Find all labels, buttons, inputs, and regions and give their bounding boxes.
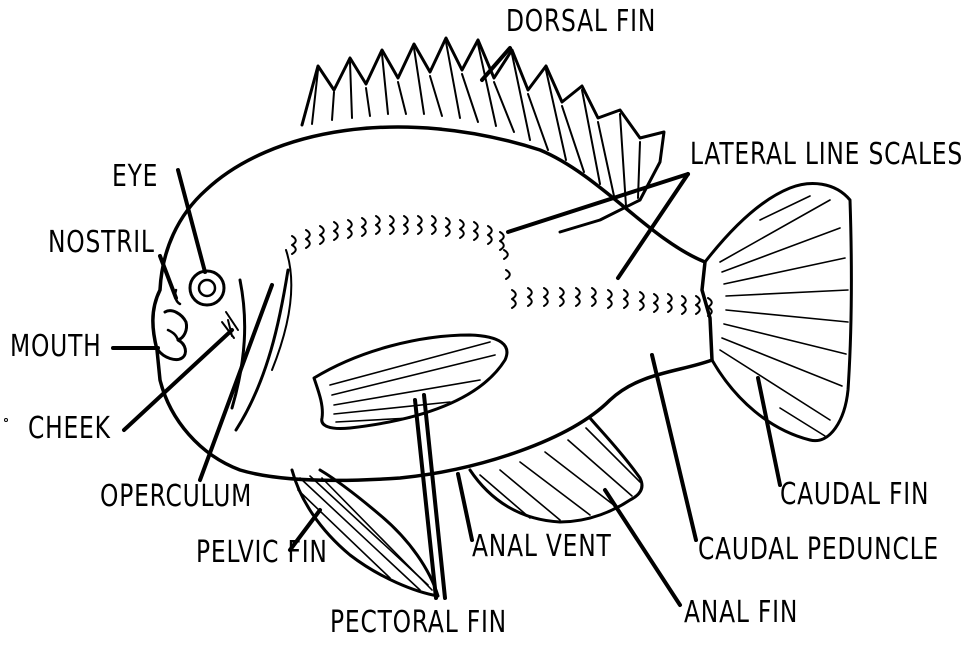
label-pelvic-fin: PELVIC FIN	[196, 538, 328, 568]
label-anal-fin: ANAL FIN	[684, 598, 798, 628]
speck	[5, 419, 8, 422]
pointer-caudal-peduncle	[652, 355, 696, 540]
label-caudal-peduncle: CAUDAL PEDUNCLE	[698, 535, 939, 565]
label-dorsal-fin: DORSAL FIN	[506, 7, 656, 37]
mouth-shape	[158, 311, 187, 360]
pointer-cheek	[124, 330, 232, 430]
label-operculum: OPERCULUM	[100, 482, 252, 512]
label-nostril: NOSTRIL	[48, 228, 155, 258]
label-lateral-line-scales: LATERAL LINE SCALES	[690, 140, 963, 170]
pointer-lateral-line-b	[618, 174, 688, 278]
pointer-anal-vent	[458, 474, 472, 540]
label-pectoral-fin: PECTORAL FIN	[330, 608, 507, 638]
label-cheek: CHEEK	[28, 414, 111, 444]
pelvic-fin	[292, 470, 438, 596]
label-mouth: MOUTH	[10, 332, 102, 362]
label-caudal-fin: CAUDAL FIN	[780, 480, 929, 510]
pectoral-fin	[314, 335, 507, 429]
label-anal-vent: ANAL VENT	[472, 532, 612, 562]
head-details	[158, 250, 291, 430]
label-eye: EYE	[112, 162, 158, 192]
pointer-caudal-fin	[758, 378, 780, 485]
pointer-lateral-line-a	[508, 174, 688, 232]
eye-inner	[199, 280, 215, 296]
caudal-fin	[705, 184, 851, 441]
eye-outer	[190, 271, 224, 305]
pointer-anal-fin	[605, 490, 680, 605]
pointer-lines	[113, 48, 780, 605]
